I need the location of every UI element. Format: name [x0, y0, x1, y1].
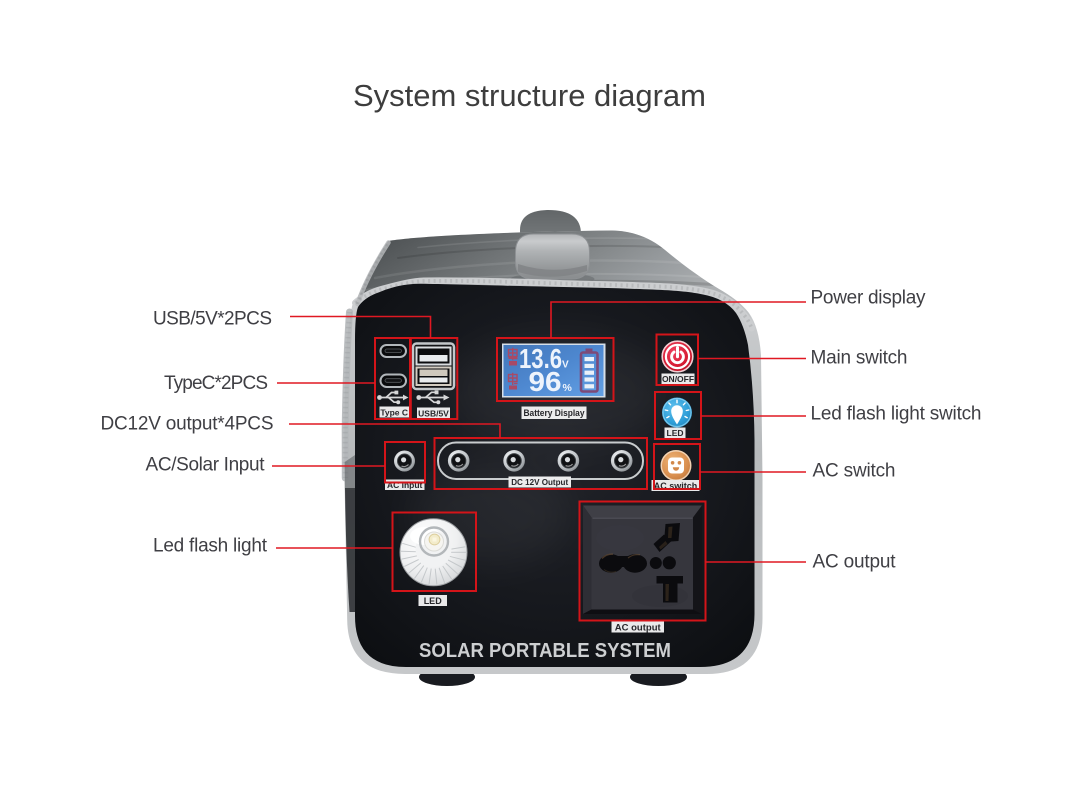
svg-text:System structure diagram: System structure diagram [353, 78, 706, 113]
svg-text:AC output: AC output [813, 552, 897, 573]
svg-text:Power display: Power display [811, 288, 927, 309]
svg-text:Type C: Type C [380, 407, 408, 417]
svg-text:Main switch: Main switch [811, 348, 908, 369]
svg-text:96: 96 [529, 366, 562, 397]
svg-text:LED: LED [667, 428, 684, 438]
svg-text:AC switch: AC switch [813, 461, 896, 482]
svg-text:USB/5V: USB/5V [418, 408, 449, 418]
svg-text:ON/OFF: ON/OFF [662, 374, 694, 384]
svg-text:Led flash light switch: Led flash light switch [811, 404, 982, 425]
svg-text:Led flash light: Led flash light [153, 536, 268, 557]
svg-text:USB/5V*2PCS: USB/5V*2PCS [153, 309, 272, 330]
svg-text:AC Input: AC Input [387, 480, 423, 490]
svg-text:DC12V output*4PCS: DC12V output*4PCS [101, 414, 274, 435]
svg-text:Battery Display: Battery Display [524, 408, 585, 418]
svg-text:LED: LED [424, 596, 443, 606]
svg-text:AC switch: AC switch [654, 481, 698, 491]
svg-text:V: V [562, 360, 569, 371]
svg-text:13.6: 13.6 [519, 343, 562, 374]
svg-text:SOLAR PORTABLE SYSTEM: SOLAR PORTABLE SYSTEM [419, 640, 671, 662]
svg-text:AC/Solar Input: AC/Solar Input [146, 455, 266, 476]
svg-text:AC output: AC output [615, 622, 662, 633]
svg-text:DC 12V Output: DC 12V Output [511, 477, 568, 487]
svg-text:TypeC*2PCS: TypeC*2PCS [164, 373, 268, 394]
svg-text:%: % [563, 382, 573, 394]
